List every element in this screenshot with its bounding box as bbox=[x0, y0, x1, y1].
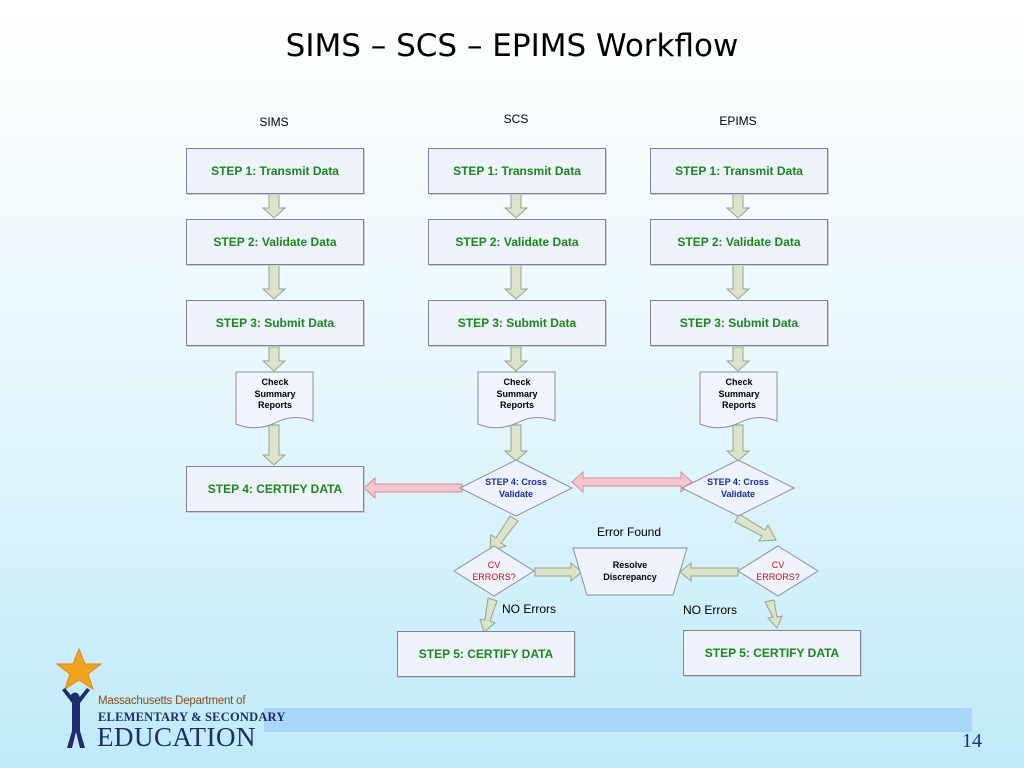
box-label: STEP 1: Transmit Data bbox=[453, 164, 581, 178]
left-arrow bbox=[679, 561, 739, 583]
cv-errors-diamond-scs bbox=[453, 545, 535, 597]
diagonal-arrow bbox=[734, 513, 777, 542]
diamond-line: ERRORS? bbox=[756, 571, 800, 582]
down-arrow bbox=[261, 264, 287, 300]
diamond-line: STEP 4: Cross bbox=[707, 477, 769, 487]
no-errors-label-scs: NO Errors bbox=[502, 602, 556, 616]
resolve-line: Resolve bbox=[612, 560, 648, 570]
no-errors-label-epims: NO Errors bbox=[683, 603, 737, 617]
scs-step3-box: STEP 3: Submit Data bbox=[428, 300, 606, 346]
report-line: Summary bbox=[718, 388, 760, 399]
resolve-discrepancy-shape bbox=[572, 547, 688, 596]
report-line: Reports bbox=[499, 400, 534, 410]
report-text-sims: Check Summary Reports bbox=[236, 377, 314, 412]
diamond-line: Validate bbox=[720, 488, 756, 499]
cv-errors-label-scs: CV ERRORS? bbox=[459, 560, 529, 583]
down-arrow bbox=[503, 424, 529, 462]
report-text-scs: Check Summary Reports bbox=[478, 377, 556, 412]
report-document-sims bbox=[235, 371, 314, 429]
down-arrow bbox=[725, 264, 751, 300]
down-arrow bbox=[503, 192, 529, 219]
box-label: STEP 1: Transmit Data bbox=[211, 164, 339, 178]
down-arrow bbox=[261, 346, 287, 372]
cv-errors-diamond-epims bbox=[737, 545, 819, 597]
cross-validate-diamond-scs bbox=[458, 459, 574, 517]
error-found-label: Error Found bbox=[597, 525, 662, 539]
scs-step1-box: STEP 1: Transmit Data bbox=[428, 148, 606, 194]
box-label: STEP 3: Submit Data bbox=[215, 316, 335, 330]
diagonal-arrow bbox=[479, 597, 498, 633]
report-line: Check bbox=[261, 377, 289, 387]
star-icon bbox=[55, 647, 103, 691]
box-label: STEP 5: CERTIFY DATA bbox=[704, 646, 840, 660]
sims-step3-box: STEP 3: Submit Data bbox=[186, 300, 364, 346]
box-label: STEP 4: CERTIFY DATA bbox=[207, 482, 343, 496]
report-text-epims: Check Summary Reports bbox=[700, 377, 778, 412]
report-line: Check bbox=[725, 377, 753, 387]
down-arrow bbox=[261, 424, 287, 466]
page-title: SIMS – SCS – EPIMS Workflow bbox=[285, 28, 739, 64]
education-logo-figure bbox=[55, 647, 103, 748]
diagonal-arrow bbox=[764, 599, 783, 629]
down-arrow bbox=[725, 424, 751, 462]
report-line: Summary bbox=[496, 388, 538, 399]
logo-text-line1: Massachusetts Department of bbox=[98, 695, 246, 707]
column-label-sims: SIMS bbox=[259, 115, 289, 129]
scs-step4-label: STEP 4: Cross Validate bbox=[466, 477, 566, 500]
report-line: Reports bbox=[721, 400, 756, 410]
box-label: STEP 1: Transmit Data bbox=[675, 164, 803, 178]
column-label-scs: SCS bbox=[503, 112, 529, 126]
epims-step4-label: STEP 4: Cross Validate bbox=[688, 477, 788, 500]
down-arrow bbox=[503, 264, 529, 300]
epims-step3-box: STEP 3: Submit Data bbox=[650, 300, 828, 346]
box-label: STEP 2: Validate Data bbox=[677, 235, 801, 249]
epims-step2-box: STEP 2: Validate Data bbox=[650, 219, 828, 265]
cross-validate-diamond-epims bbox=[680, 459, 796, 517]
down-arrow bbox=[725, 346, 751, 372]
down-arrow bbox=[503, 346, 529, 372]
down-arrow bbox=[261, 192, 287, 219]
cv-errors-label-epims: CV ERRORS? bbox=[743, 560, 813, 583]
epims-step5-box: STEP 5: CERTIFY DATA bbox=[683, 630, 861, 676]
epims-step1-box: STEP 1: Transmit Data bbox=[650, 148, 828, 194]
report-document-scs bbox=[477, 371, 556, 429]
right-arrow bbox=[534, 561, 583, 583]
scs-step2-box: STEP 2: Validate Data bbox=[428, 219, 606, 265]
sims-step1-box: STEP 1: Transmit Data bbox=[186, 148, 364, 194]
resolve-discrepancy-label: Resolve Discrepancy bbox=[580, 560, 680, 583]
sims-step4-box: STEP 4: CERTIFY DATA bbox=[186, 466, 364, 512]
report-line: Reports bbox=[257, 400, 292, 410]
box-label: STEP 5: CERTIFY DATA bbox=[418, 647, 554, 661]
page-number: 14 bbox=[962, 730, 982, 752]
left-arrow bbox=[363, 476, 463, 500]
report-line: Check bbox=[503, 377, 531, 387]
diamond-line: Validate bbox=[498, 488, 534, 499]
scs-step5-box: STEP 5: CERTIFY DATA bbox=[397, 631, 575, 677]
diamond-line: STEP 4: Cross bbox=[485, 477, 547, 487]
diamond-line: CV bbox=[487, 560, 501, 570]
footer-bar bbox=[264, 708, 972, 732]
logo-text-line3: EDUCATION bbox=[97, 722, 256, 752]
column-label-epims: EPIMS bbox=[719, 114, 757, 128]
report-line: Summary bbox=[254, 388, 296, 399]
box-label: STEP 3: Submit Data bbox=[457, 316, 577, 330]
box-label: STEP 2: Validate Data bbox=[213, 235, 337, 249]
box-label: STEP 3: Submit Data bbox=[679, 316, 799, 330]
box-label: STEP 2: Validate Data bbox=[455, 235, 579, 249]
report-document-epims bbox=[699, 371, 778, 429]
resolve-line: Discrepancy bbox=[603, 571, 657, 582]
sims-step2-box: STEP 2: Validate Data bbox=[186, 219, 364, 265]
diamond-line: CV bbox=[771, 560, 785, 570]
logo-text-line2: ELEMENTARY & SECONDARY bbox=[98, 710, 286, 724]
double-arrow bbox=[571, 470, 693, 494]
diamond-line: ERRORS? bbox=[472, 571, 516, 582]
down-arrow bbox=[725, 192, 751, 219]
